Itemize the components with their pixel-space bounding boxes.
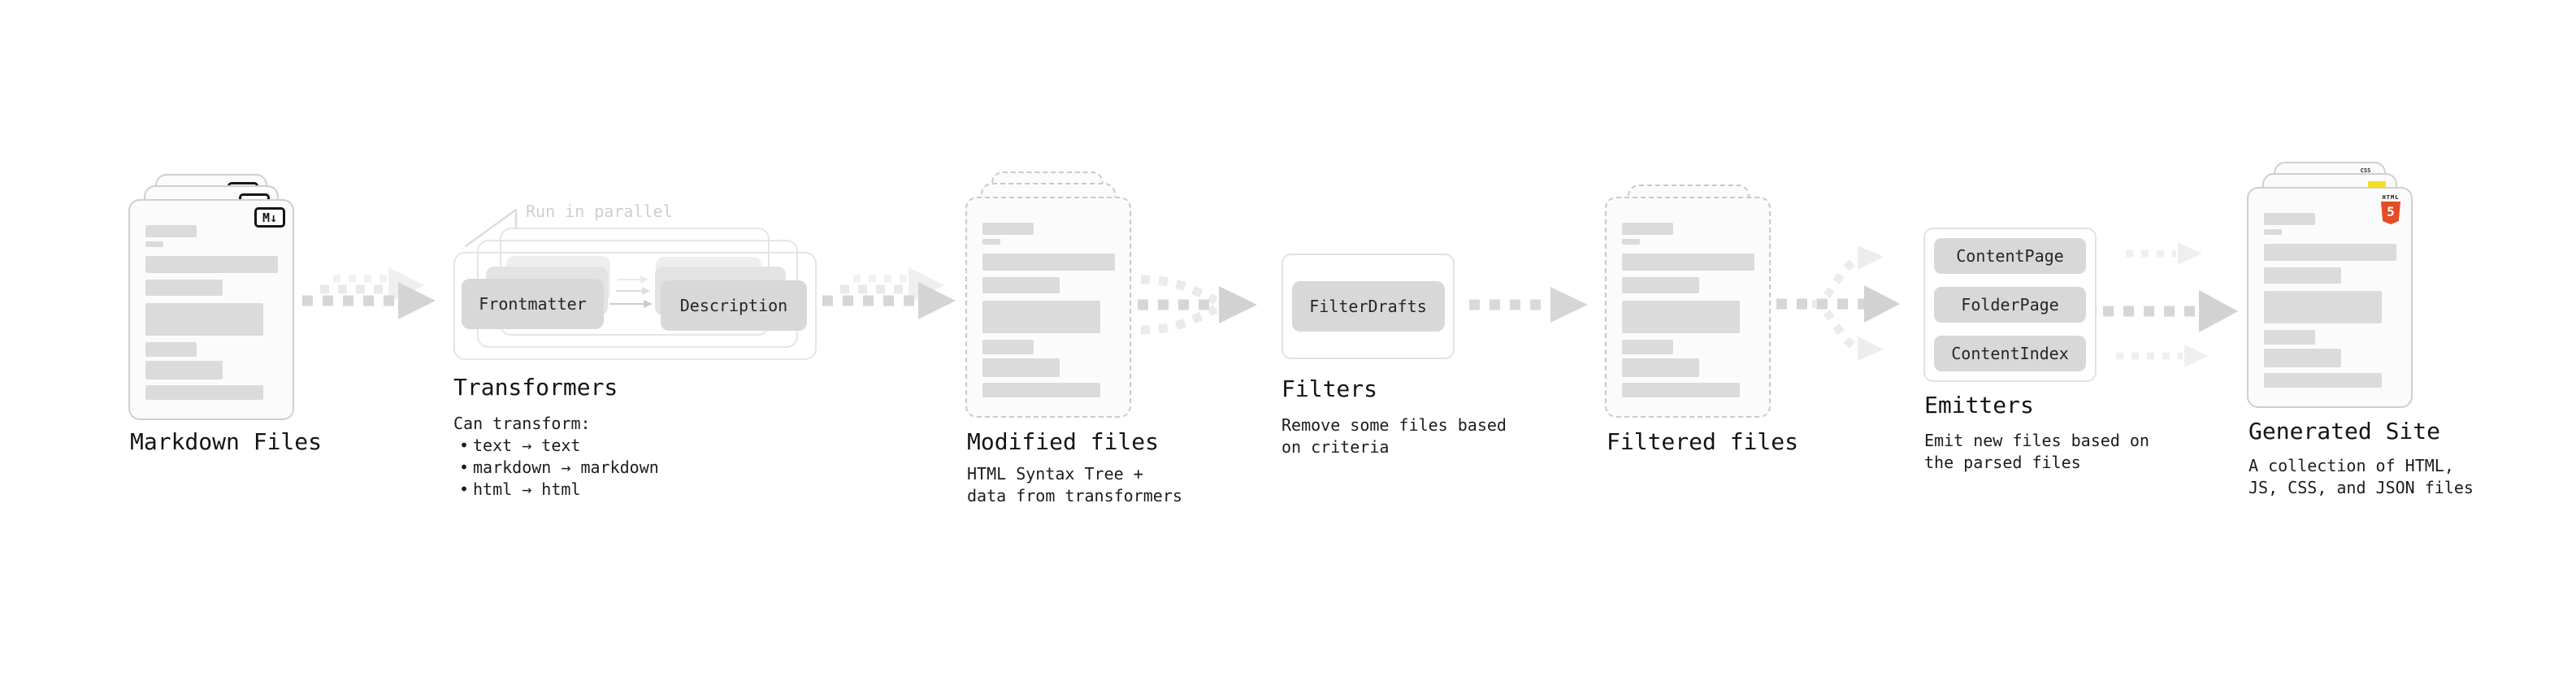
html5-icon-shield: 5: [2381, 202, 2400, 224]
document-text-placeholder: [130, 201, 293, 419]
annotation-leader-line: [464, 208, 518, 248]
bullet-text: html → html: [473, 479, 581, 499]
transformer-container-front: [453, 252, 817, 360]
contentpage-pill: ContentPage: [1934, 238, 2086, 274]
generated-site-card-front: HTML 5: [2247, 187, 2413, 408]
bullet-text: text → text: [473, 436, 581, 455]
bullet-marker: •: [458, 436, 470, 455]
markdown-icon: M↓: [254, 207, 285, 228]
document-text-placeholder: [967, 198, 1130, 416]
filtered-file-card-front: [1605, 197, 1771, 418]
emitters-box: ContentPage FolderPage ContentIndex: [1923, 228, 2097, 382]
transform-bullet: • text → text: [455, 435, 659, 457]
flow-arrow-files-to-transformers: [302, 267, 436, 319]
transformers-subtitle: Can transform:: [453, 414, 591, 433]
filters-box: FilterDrafts: [1281, 254, 1455, 359]
description-pill: Description: [661, 280, 807, 331]
contentindex-pill: ContentIndex: [1934, 336, 2086, 371]
flow-arrow-fanout-to-emitters: [1776, 245, 1900, 361]
filtered-files-label: Filtered files: [1607, 428, 1799, 455]
transform-bullet: • html → html: [455, 479, 659, 501]
html5-icon-word: HTML: [2382, 194, 2400, 201]
transform-bullet: • markdown → markdown: [455, 457, 659, 479]
bullet-text: markdown → markdown: [473, 458, 659, 477]
folderpage-pill: FolderPage: [1934, 287, 2086, 323]
document-text-placeholder: [1607, 198, 1769, 416]
transformers-label: Transformers: [453, 374, 618, 401]
transformers-bullets: • text → text • markdown → markdown • ht…: [455, 435, 659, 501]
filterdrafts-pill: FilterDrafts: [1291, 281, 1445, 332]
markdown-files-label: Markdown Files: [130, 428, 323, 455]
emitters-label: Emitters: [1924, 392, 2034, 419]
html5-icon: HTML 5: [2379, 194, 2402, 224]
flow-arrow-filters-to-filtered: [1469, 287, 1588, 323]
flow-arrow-transformers-to-modified: [822, 267, 956, 319]
generated-site-subtitle: A collection of HTML, JS, CSS, and JSON …: [2249, 456, 2474, 497]
emitters-subtitle: Emit new files based on the parsed files: [1924, 431, 2149, 472]
generated-site-label: Generated Site: [2249, 418, 2441, 445]
flow-arrow-emitters-to-site: [2103, 242, 2238, 367]
modified-files-subtitle: HTML Syntax Tree + data from transformer…: [967, 464, 1182, 505]
modified-file-card-front: [965, 197, 1131, 418]
pill-flow-arrows: [609, 275, 653, 308]
modified-files-label: Modified files: [967, 428, 1160, 455]
flow-arrow-merge-to-filters: [1138, 275, 1257, 335]
run-in-parallel-annotation: Run in parallel: [526, 202, 673, 221]
filters-subtitle: Remove some files based on criteria: [1281, 415, 1507, 457]
frontmatter-pill: Frontmatter: [462, 279, 604, 329]
document-text-placeholder: [2249, 189, 2411, 406]
filters-label: Filters: [1281, 375, 1378, 402]
bullet-marker: •: [458, 458, 470, 477]
markdown-file-card-front: M↓: [128, 199, 294, 420]
bullet-marker: •: [458, 479, 470, 499]
